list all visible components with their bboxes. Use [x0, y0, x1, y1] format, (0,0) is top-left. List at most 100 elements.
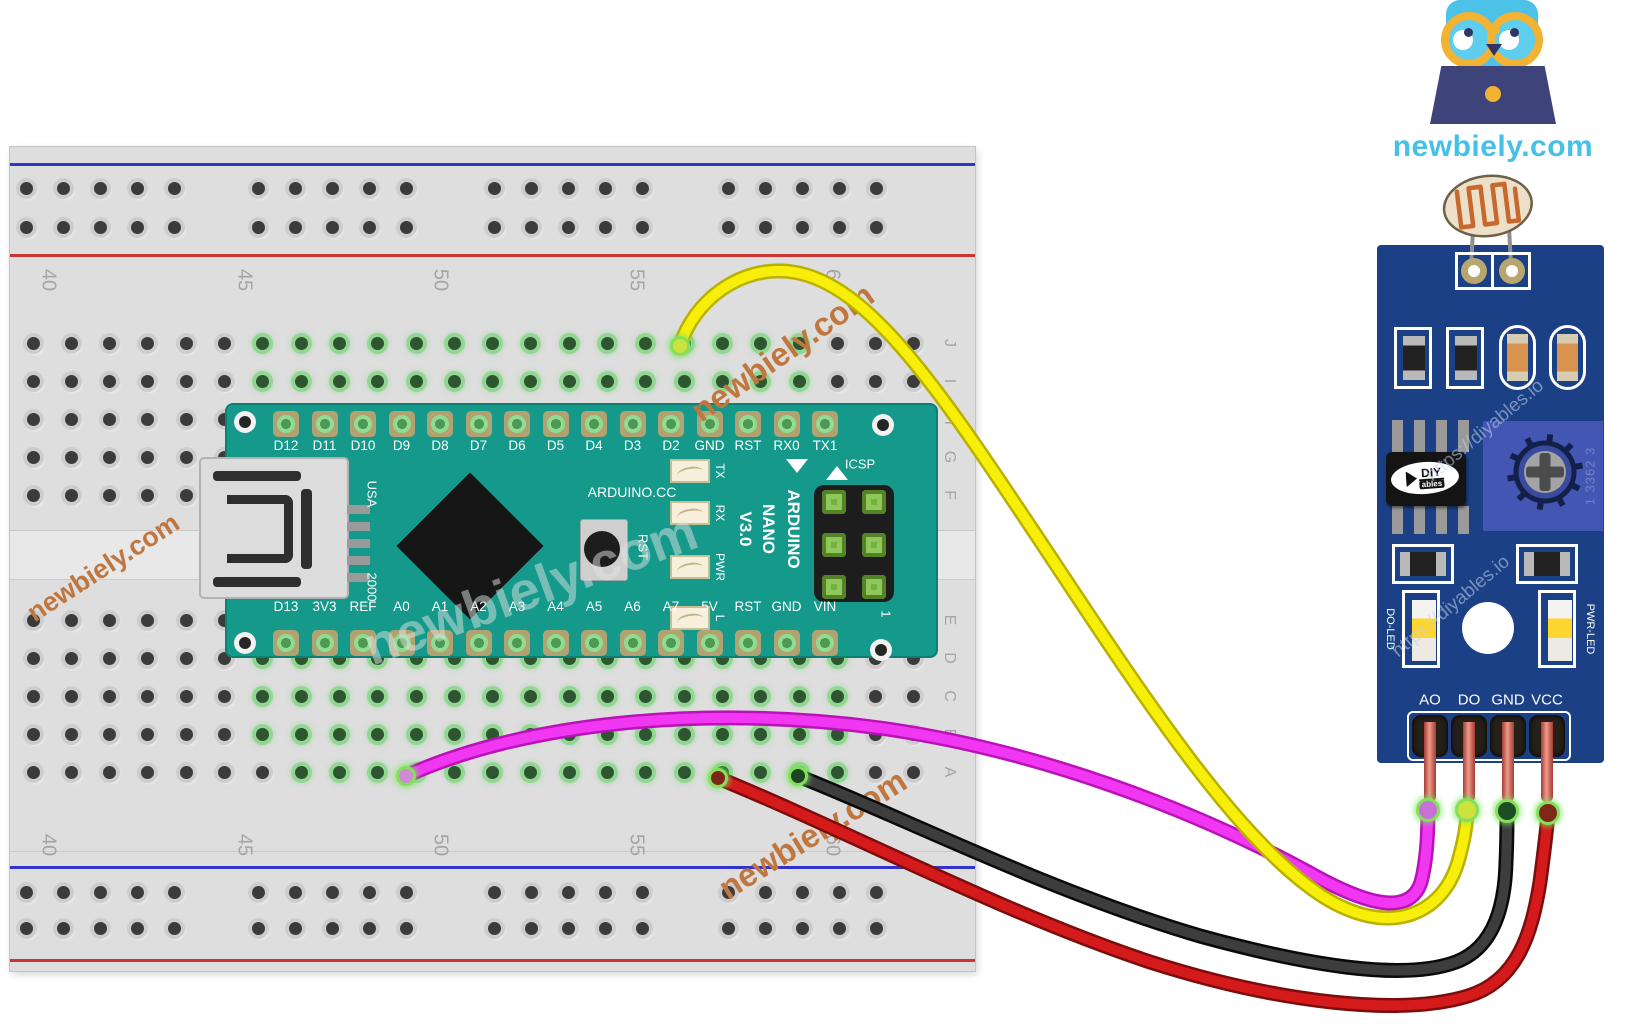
module-pin-header	[1541, 722, 1553, 802]
ic-leg	[1436, 506, 1447, 534]
arduino-pin	[658, 630, 684, 656]
arduino-pin	[465, 411, 492, 437]
arduino-pin-label: D3	[623, 438, 642, 453]
diyables-logo-text2: ables	[1419, 478, 1445, 490]
arduino-pin-label: A2	[470, 599, 487, 614]
module-pin-label: AO	[1419, 691, 1441, 709]
icsp-pin	[862, 575, 886, 599]
trimmer-marking: 1 3362 3	[1582, 446, 1598, 506]
arduino-pin-contact	[392, 634, 411, 652]
mount-hole	[234, 632, 256, 654]
arduino-pin-contact	[739, 415, 757, 433]
ic-leg	[1414, 420, 1425, 452]
arduino-pin-label: VIN	[813, 599, 837, 614]
arduino-pin-contact	[354, 415, 372, 433]
arduino-pin-contact	[392, 415, 411, 433]
arduino-pin-contact	[508, 415, 526, 433]
icsp-pin	[822, 490, 846, 514]
icsp-pin	[862, 533, 886, 557]
arduino-pin-contact	[546, 634, 565, 652]
module-pin-label: VCC	[1531, 691, 1563, 709]
divider-line	[10, 851, 975, 852]
smd-capacitor	[1499, 325, 1536, 390]
wire-connector-black	[1495, 799, 1519, 823]
trimmer-knob	[1507, 433, 1583, 511]
arduino-pin	[504, 411, 530, 437]
usb-slot	[213, 471, 301, 481]
module-pin-header	[1424, 722, 1436, 802]
usb-pin	[347, 556, 370, 565]
arduino-pin	[542, 411, 569, 437]
wire-connector-red	[1536, 801, 1560, 825]
arduino-pin	[273, 411, 299, 437]
pin1-label: 1	[878, 610, 894, 618]
module-pin-header	[1502, 722, 1514, 802]
arduino-pin-label: REF	[349, 599, 377, 614]
ldr-photoresistor	[1442, 174, 1533, 238]
icsp-pin	[862, 490, 886, 514]
arduino-pin-contact	[816, 415, 834, 433]
arduino-pin-contact	[277, 634, 295, 652]
arduino-pin-contact	[315, 634, 334, 652]
arduino-pin-contact	[585, 634, 603, 652]
usb-pin	[347, 522, 370, 531]
module-pin-header	[1463, 722, 1475, 802]
glasses-bridge	[1489, 26, 1499, 33]
arduino-pin	[504, 630, 530, 656]
usb-pin	[347, 539, 370, 548]
ic-leg	[1436, 420, 1447, 452]
arduino-pin-label: A7	[662, 599, 680, 614]
icsp-label: ICSP	[844, 456, 876, 472]
arduino-pin	[735, 630, 761, 656]
arduino-pin-label: A4	[547, 599, 564, 614]
arduino-pin-contact	[431, 634, 449, 652]
arduino-pin-label: D9	[392, 438, 411, 453]
owl-beak	[1486, 44, 1502, 56]
arduino-pin-label: RST	[734, 438, 762, 453]
led-label: RX	[713, 504, 727, 522]
owl-glasses-right	[1487, 12, 1543, 68]
usb-pin	[347, 505, 370, 514]
arduino-pin-label: RST	[734, 599, 762, 614]
arduino-pin-label: D11	[312, 438, 337, 453]
mount-hole	[872, 414, 894, 436]
arduino-pin	[773, 411, 800, 437]
arduino-cc-label: ARDUINO.CC	[587, 484, 677, 500]
usb-marking-bottom: 2000	[364, 572, 380, 602]
diyables-logo-icon	[1405, 470, 1418, 488]
arduino-pin-contact	[777, 415, 796, 433]
usb-slot	[227, 495, 293, 563]
module-pin-label: GND	[1491, 691, 1525, 709]
arduino-pin-contact	[277, 415, 295, 433]
model-label-nano: NANO	[759, 503, 778, 555]
rail-line-blue-top	[10, 163, 975, 166]
arduino-pin-contact	[623, 634, 642, 652]
arduino-pin	[388, 411, 415, 437]
arduino-pin	[465, 630, 492, 656]
arduino-pin-label: A0	[393, 599, 410, 614]
arduino-pin-contact	[777, 634, 796, 652]
module-pin-label: DO	[1457, 691, 1481, 709]
arduino-pin-label: D5	[546, 438, 565, 453]
arduino-pin-label: GND	[694, 438, 725, 453]
smd-resistor	[1392, 544, 1454, 584]
arduino-pin-label: D10	[350, 438, 376, 453]
rail-line-red-bottom	[10, 959, 975, 962]
arduino-pin	[619, 630, 646, 656]
arduino-pin-label: GND	[771, 599, 802, 614]
arduino-pin-contact	[662, 415, 680, 433]
arduino-pin-label: D12	[273, 438, 299, 453]
reset-button-cap	[584, 531, 620, 567]
mini-usb-connector	[199, 457, 349, 599]
arduino-pin-label: D4	[585, 438, 603, 453]
rail-line-blue-bottom	[10, 866, 975, 869]
arduino-pin-label: 3V3	[312, 599, 337, 614]
mount-hole	[234, 411, 256, 433]
mount-hole	[870, 639, 892, 661]
socket-divider	[1491, 252, 1494, 290]
do-led-label: DO-LED	[1384, 608, 1396, 650]
icsp-pin	[822, 533, 846, 557]
arduino-pin	[658, 411, 684, 437]
arduino-pin-contact	[431, 415, 449, 433]
